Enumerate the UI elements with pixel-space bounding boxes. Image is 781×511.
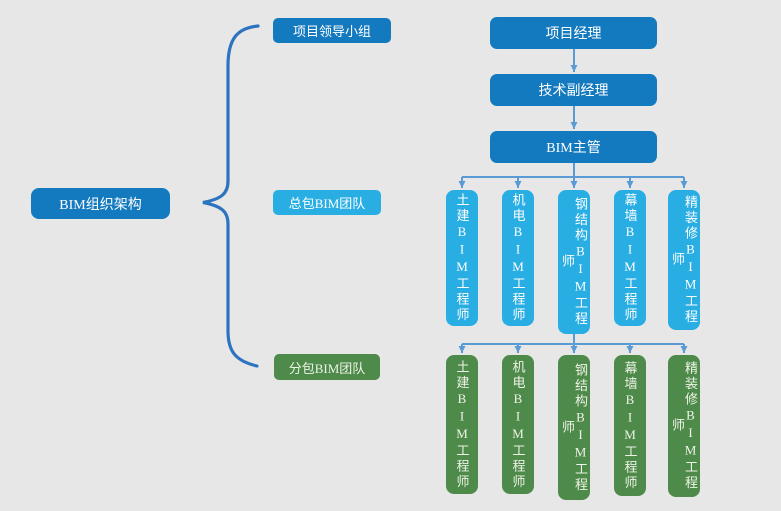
curly-brace-shape bbox=[202, 24, 260, 368]
sub-member-curtain-wall: 幕墙BIM工程师 bbox=[614, 355, 646, 496]
gc-member-fine-decoration: 精装修BIM工程师 bbox=[668, 190, 700, 330]
gc-member-fine-decoration-label: 精装修BIM工程师 bbox=[670, 195, 698, 325]
gc-member-curtain-wall: 幕墙BIM工程师 bbox=[614, 190, 646, 326]
group-node-leadership: 项目领导小组 bbox=[273, 18, 391, 43]
chain-node-deputy-technical-manager: 技术副经理 bbox=[490, 74, 657, 106]
gc-member-curtain-wall-label: 幕墙BIM工程师 bbox=[622, 193, 638, 323]
sub-member-curtain-wall-label: 幕墙BIM工程师 bbox=[622, 360, 638, 491]
sub-member-mep: 机电BIM工程师 bbox=[502, 355, 534, 494]
sub-member-civil-label: 土建BIM工程师 bbox=[454, 359, 470, 490]
sub-member-mep-label: 机电BIM工程师 bbox=[510, 359, 526, 490]
gc-member-mep-label: 机电BIM工程师 bbox=[510, 193, 526, 323]
gc-member-steel-structure-label: 钢结构BIM工程师 bbox=[560, 197, 588, 327]
chain-node-project-manager: 项目经理 bbox=[490, 17, 657, 49]
gc-member-steel-structure: 钢结构BIM工程师 bbox=[558, 190, 590, 334]
sub-member-steel-structure: 钢结构BIM工程师 bbox=[558, 355, 590, 500]
gc-team-branch-lines bbox=[458, 163, 688, 188]
gc-member-civil-label: 土建BIM工程师 bbox=[454, 193, 470, 323]
sub-member-civil: 土建BIM工程师 bbox=[446, 355, 478, 494]
sub-member-fine-decoration-label: 精装修BIM工程师 bbox=[670, 361, 698, 491]
group-node-gc-team: 总包BIM团队 bbox=[273, 190, 381, 215]
sub-member-steel-structure-label: 钢结构BIM工程师 bbox=[560, 362, 588, 493]
gc-member-mep: 机电BIM工程师 bbox=[502, 190, 534, 326]
sub-team-branch-lines bbox=[458, 334, 688, 353]
group-node-sub-team: 分包BIM团队 bbox=[274, 354, 380, 380]
sub-member-fine-decoration: 精装修BIM工程师 bbox=[668, 355, 700, 497]
gc-member-civil: 土建BIM工程师 bbox=[446, 190, 478, 326]
chain-node-bim-supervisor: BIM主管 bbox=[490, 131, 657, 163]
root-node: BIM组织架构 bbox=[31, 188, 170, 219]
